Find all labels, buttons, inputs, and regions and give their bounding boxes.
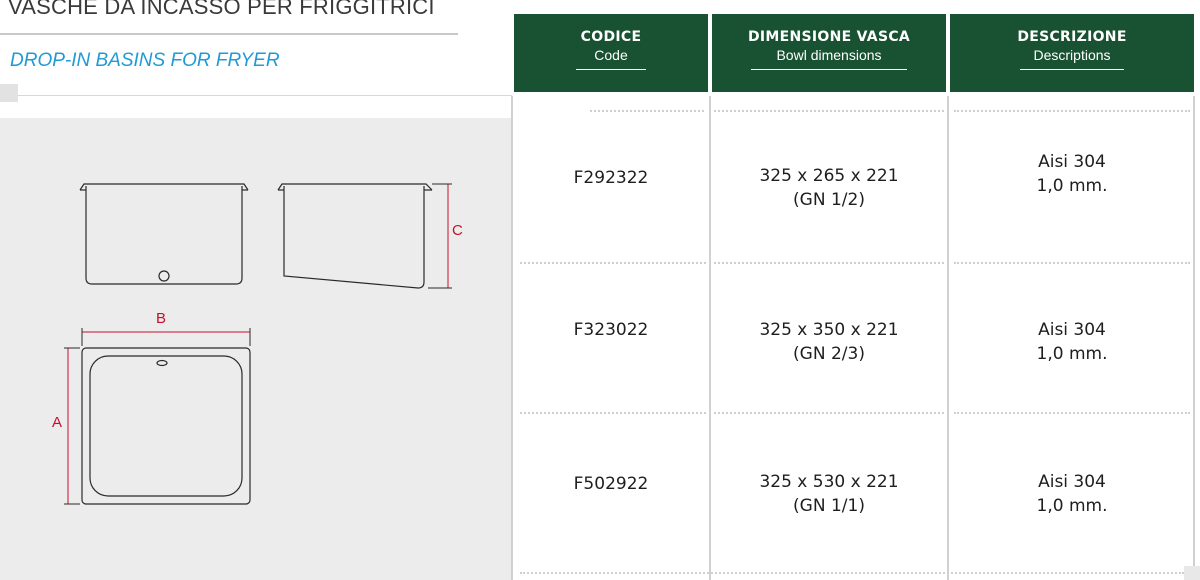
column-separator [709, 96, 711, 580]
gn-value: (GN 1/1) [793, 496, 865, 516]
corner-marker [0, 84, 18, 102]
drain-slot-icon [156, 359, 168, 367]
row-separator [520, 572, 1184, 574]
page-subtitle: DROP-IN BASINS FOR FRYER [10, 50, 280, 71]
table-row-dimensions: 325 x 350 x 221 (GN 2/3) [712, 318, 946, 366]
row-separator [954, 412, 1190, 414]
dimension-value: 325 x 530 x 221 [759, 472, 899, 492]
technical-drawing-panel: C B A [0, 118, 512, 580]
material-value: Aisi 304 [1038, 152, 1106, 172]
row-separator [954, 262, 1190, 264]
basin-side-view [277, 183, 433, 289]
thickness-value: 1,0 mm. [1036, 176, 1108, 196]
column-header-sub: Code [594, 47, 628, 63]
row-separator [714, 262, 944, 264]
material-value: Aisi 304 [1038, 472, 1106, 492]
row-separator [714, 110, 944, 112]
page-title: VASCHE DA INCASSO PER FRIGGITRICI [8, 0, 435, 19]
dimension-label-c: C [452, 222, 463, 239]
column-separator [511, 96, 513, 580]
header-underline [576, 69, 646, 70]
gn-value: (GN 1/2) [793, 190, 865, 210]
dimension-label-b: B [156, 310, 167, 327]
table-row-dimensions: 325 x 530 x 221 (GN 1/1) [712, 470, 946, 518]
material-value: Aisi 304 [1038, 320, 1106, 340]
column-separator [947, 96, 949, 580]
thickness-value: 1,0 mm. [1036, 344, 1108, 364]
basin-drawing [64, 183, 452, 505]
table-row-code: F323022 [514, 318, 708, 342]
table-row-code: F292322 [514, 166, 708, 190]
title-divider [0, 33, 458, 35]
section-divider [18, 95, 512, 96]
code-value: F502922 [573, 474, 649, 494]
dimension-value: 325 x 265 x 221 [759, 166, 899, 186]
column-header-description: DESCRIZIONE Descriptions [950, 14, 1194, 92]
row-separator [714, 412, 944, 414]
basin-front-view [79, 183, 249, 285]
dimension-a [64, 347, 80, 505]
table-row-code: F502922 [514, 472, 708, 496]
header-underline [751, 69, 907, 70]
table-row-dimensions: 325 x 265 x 221 (GN 1/2) [712, 164, 946, 212]
column-header-main: CODICE [580, 29, 642, 45]
code-value: F292322 [573, 168, 649, 188]
row-separator [954, 110, 1190, 112]
row-separator [520, 262, 706, 264]
thickness-value: 1,0 mm. [1036, 496, 1108, 516]
table-row-description: Aisi 304 1,0 mm. [950, 318, 1194, 366]
dimension-b [81, 328, 251, 346]
column-header-dimensions: DIMENSIONE VASCA Bowl dimensions [712, 14, 946, 92]
table-row-description: Aisi 304 1,0 mm. [950, 470, 1194, 518]
column-header-sub: Descriptions [1033, 47, 1111, 63]
basin-top-view [81, 347, 251, 505]
column-header-main: DESCRIZIONE [1017, 29, 1127, 45]
gn-value: (GN 2/3) [793, 344, 865, 364]
column-separator [1193, 96, 1195, 580]
code-value: F323022 [573, 320, 649, 340]
page-corner-marker [1184, 566, 1200, 580]
dimension-value: 325 x 350 x 221 [759, 320, 899, 340]
column-header-code: CODICE Code [514, 14, 708, 92]
row-separator [590, 110, 704, 112]
row-separator [520, 412, 706, 414]
column-header-sub: Bowl dimensions [776, 47, 882, 63]
column-header-main: DIMENSIONE VASCA [747, 29, 911, 45]
drain-hole-icon [158, 270, 170, 282]
header-underline [1020, 69, 1124, 70]
dimension-label-a: A [52, 414, 63, 431]
table-row-description: Aisi 304 1,0 mm. [950, 150, 1194, 198]
dimension-c [428, 183, 452, 289]
